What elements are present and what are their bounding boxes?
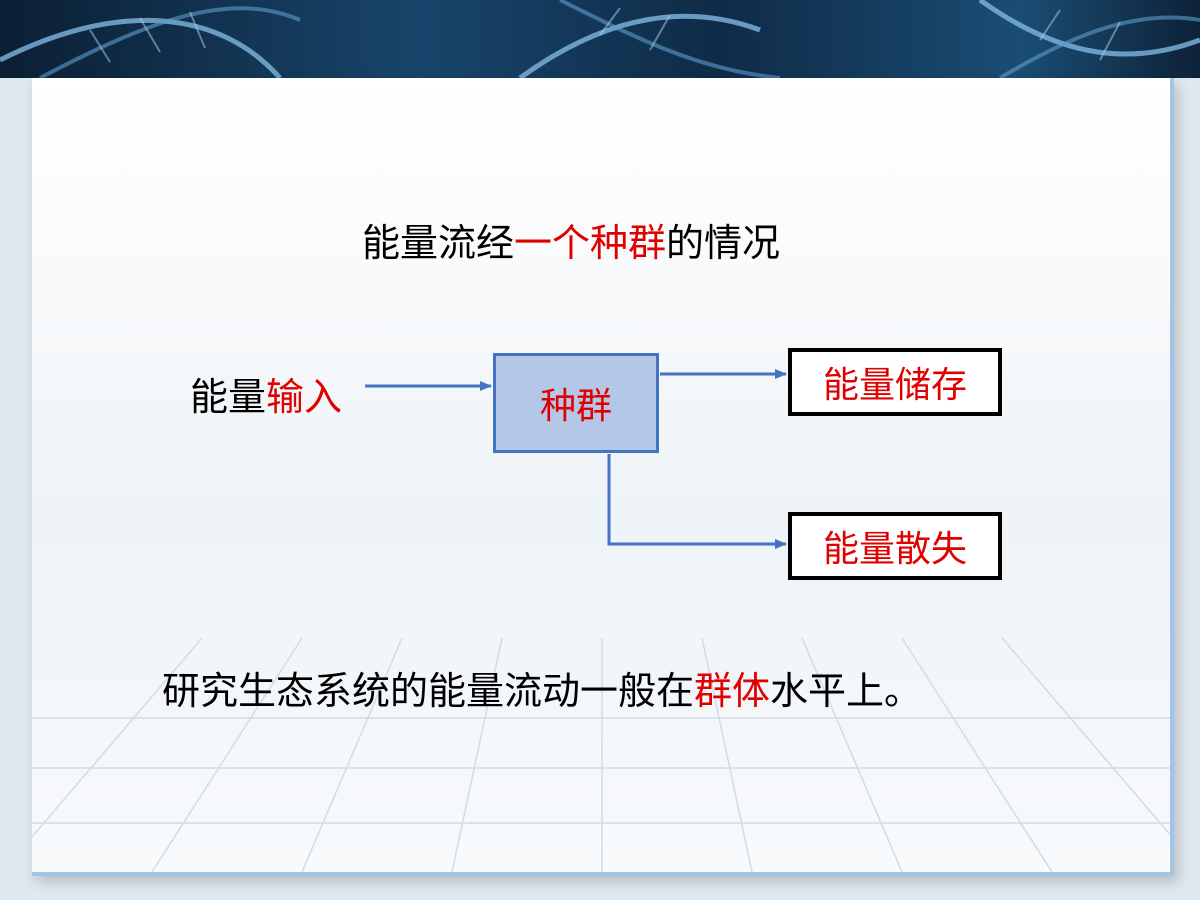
title-text-start: 能量流经 — [362, 221, 515, 265]
conclusion-text-end: 水平上。 — [770, 669, 923, 713]
dna-header-banner — [0, 0, 1200, 78]
slide-title: 能量流经一个种群的情况 — [362, 212, 780, 267]
conclusion-text-start: 研究生态系统的能量流动一般在 — [162, 669, 695, 713]
slide-panel: 能量流经一个种群的情况 能量输入 种群 能量储存 能量散失 研究生态系统的能量流… — [32, 78, 1174, 876]
floor-grid-decoration — [32, 637, 1170, 872]
population-box-label: 种群 — [539, 386, 612, 427]
conclusion-highlight: 群体 — [694, 669, 771, 713]
conclusion-text: 研究生态系统的能量流动一般在群体水平上。 — [162, 660, 922, 715]
energy-storage-box: 能量储存 — [788, 348, 1002, 416]
flow-arrows — [365, 369, 787, 549]
energy-input-label: 能量输入 — [190, 366, 342, 421]
energy-storage-label: 能量储存 — [822, 365, 967, 406]
input-label-highlight: 输入 — [266, 375, 343, 419]
dna-helix-decoration — [0, 0, 1200, 78]
title-highlight: 一个种群 — [514, 221, 667, 265]
energy-loss-box: 能量散失 — [788, 512, 1002, 580]
population-box: 种群 — [493, 353, 659, 453]
title-text-end: 的情况 — [666, 221, 781, 265]
input-label-text: 能量 — [190, 375, 267, 419]
energy-loss-label: 能量散失 — [822, 529, 967, 570]
arrow-population-to-loss — [607, 454, 787, 549]
